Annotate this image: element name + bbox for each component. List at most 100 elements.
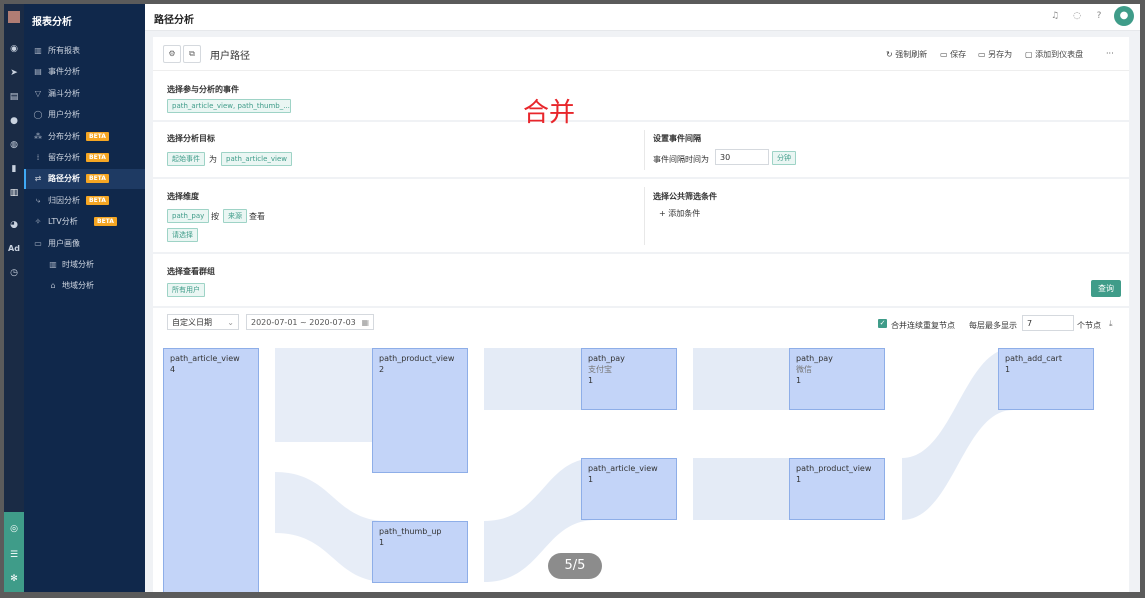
dashboard-add-icon: ▢: [1025, 50, 1036, 59]
query-button[interactable]: 查询: [1091, 280, 1121, 297]
sankey-link: [275, 348, 387, 442]
sidebar-item-region[interactable]: ⌂地域分析: [24, 276, 145, 296]
chat-icon[interactable]: ◕: [10, 220, 18, 230]
path-icon: ⇄: [34, 174, 42, 184]
table-icon[interactable]: ▤: [9, 92, 19, 102]
date-mode-select[interactable]: 自定义日期⌄: [167, 314, 239, 330]
sankey-node-value: 2: [379, 365, 385, 374]
user-icon: ◯: [33, 110, 43, 120]
divider: [644, 187, 645, 245]
date-range-input[interactable]: 2020-07-01 ~ 2020-07-03▦: [246, 314, 374, 330]
sidebar-item-event[interactable]: ▤事件分析: [24, 62, 145, 82]
add-filter-button[interactable]: + 添加条件: [659, 208, 700, 219]
nav-section-title: 报表分析: [32, 17, 72, 28]
clock-icon[interactable]: ◷: [10, 268, 18, 278]
dimension-select-tag[interactable]: 请选择: [167, 228, 198, 242]
dimension-field-tag[interactable]: path_pay: [167, 209, 210, 223]
date-mode-value: 自定义日期: [172, 318, 212, 327]
help-icon[interactable]: ?: [1096, 11, 1102, 21]
sidebar-item-label: 分布分析: [48, 131, 80, 141]
people-icon[interactable]: ◍: [10, 140, 18, 150]
sidebar-item-time[interactable]: ▥时域分析: [24, 255, 145, 275]
sidebar-item-portrait[interactable]: ▭用户画像: [24, 234, 145, 254]
sankey-node-name: path_product_view: [796, 464, 872, 473]
save-button[interactable]: ▭ 保存: [940, 49, 966, 60]
ad-icon[interactable]: Ad: [8, 244, 20, 253]
interval-unit-tag[interactable]: 分钟: [772, 151, 796, 165]
send-icon[interactable]: ➤: [10, 68, 18, 78]
settings-icon[interactable]: ✻: [10, 574, 18, 584]
report-name: 用户路径: [210, 51, 250, 62]
save-as-icon: ▭: [978, 50, 989, 59]
interval-input[interactable]: 30: [715, 149, 769, 165]
settings-button[interactable]: ⚙: [163, 45, 181, 63]
save-as-label: 另存为: [988, 50, 1013, 59]
main-area: 路径分析 ♫ ◌ ? ● ⚙ ⧉ 用户路径 ↻ 强制刷新 ▭ 保存 ▭ 另存为 …: [145, 4, 1140, 592]
add-to-dashboard-label: 添加到仪表盘: [1035, 50, 1084, 59]
sankey-node-name: path_article_view: [588, 464, 658, 473]
sidebar-item-label: 路径分析: [48, 174, 80, 184]
plus-icon: +: [659, 209, 669, 218]
bar-chart-icon[interactable]: ▥: [9, 188, 19, 198]
target-event-tag[interactable]: path_article_view: [221, 152, 292, 166]
sankey-node-name: path_article_view: [170, 354, 240, 363]
beta-badge: BETA: [86, 131, 109, 141]
icon-rail: ◉ ➤ ▤ ● ◍ ▮ ▥ ◕ Ad ◷ ◎ ☰ ✻: [4, 4, 24, 592]
sidebar-item-label: 漏斗分析: [48, 88, 80, 98]
merge-annotation: 合并: [523, 98, 576, 128]
download-icon[interactable]: ⤓: [1109, 319, 1113, 328]
bookmark-icon[interactable]: ▮: [11, 164, 17, 174]
add-to-dashboard-button[interactable]: ▢ 添加到仪表盘: [1025, 49, 1083, 60]
sankey-node-name: path_add_cart: [1005, 354, 1062, 363]
person-icon[interactable]: ●: [10, 116, 18, 126]
sankey-node-value: 1: [796, 475, 802, 484]
team-icon[interactable]: ◎: [10, 524, 18, 534]
sidebar-item-distribution[interactable]: ⁂ 分布分析 BETA: [24, 127, 145, 147]
calendar-icon: ▦: [361, 318, 369, 327]
sidebar-item-funnel[interactable]: ▽漏斗分析: [24, 84, 145, 104]
dashboard-icon[interactable]: ◉: [10, 44, 18, 54]
more-button[interactable]: ···: [1106, 49, 1114, 58]
refresh-button[interactable]: ↻ 强制刷新: [886, 49, 927, 60]
refresh-label: 强制刷新: [895, 50, 928, 59]
sidebar-item-user[interactable]: ◯用户分析: [24, 105, 145, 125]
sankey-node-value: 1: [796, 376, 802, 385]
time-icon: ▥: [49, 260, 57, 269]
bell-icon[interactable]: ♫: [1050, 11, 1060, 21]
target-section: 选择分析目标 起始事件 为 path_article_view 设置事件间隔 事…: [153, 122, 1129, 177]
target-role-tag[interactable]: 起始事件: [167, 152, 205, 166]
copy-button[interactable]: ⧉: [183, 45, 201, 63]
sidebar-item-label: 留存分析: [48, 153, 80, 162]
merge-checkbox[interactable]: ✓: [878, 319, 887, 328]
merge-label: 合并连续重复节点: [891, 321, 955, 330]
save-as-button[interactable]: ▭ 另存为: [978, 49, 1012, 60]
message-icon[interactable]: ◌: [1073, 11, 1081, 21]
dimension-attr-tag[interactable]: 来源: [223, 209, 247, 223]
list-icon[interactable]: ☰: [9, 550, 19, 560]
sankey-node[interactable]: path_product_view 1: [789, 458, 885, 520]
pager-indicator[interactable]: 5/5: [548, 553, 602, 579]
max-nodes-input[interactable]: 7: [1022, 315, 1074, 331]
sidebar-item-label: 归因分析: [48, 195, 80, 205]
sidebar-item-label: 所有报表: [48, 46, 80, 55]
user-avatar[interactable]: ●: [1114, 6, 1134, 26]
sidebar-item-chart[interactable]: ▥所有报表: [24, 41, 145, 61]
max-label: 每层最多显示: [969, 321, 1017, 330]
distribution-icon: ⁂: [34, 131, 42, 141]
sidebar-item-label: 用户画像: [48, 238, 80, 248]
group-tag[interactable]: 所有用户: [167, 283, 205, 297]
target-title: 选择分析目标: [167, 134, 215, 143]
events-selected-tag[interactable]: path_article_view, path_thumb_...: [167, 99, 291, 113]
interval-title: 设置事件间隔: [653, 134, 701, 143]
